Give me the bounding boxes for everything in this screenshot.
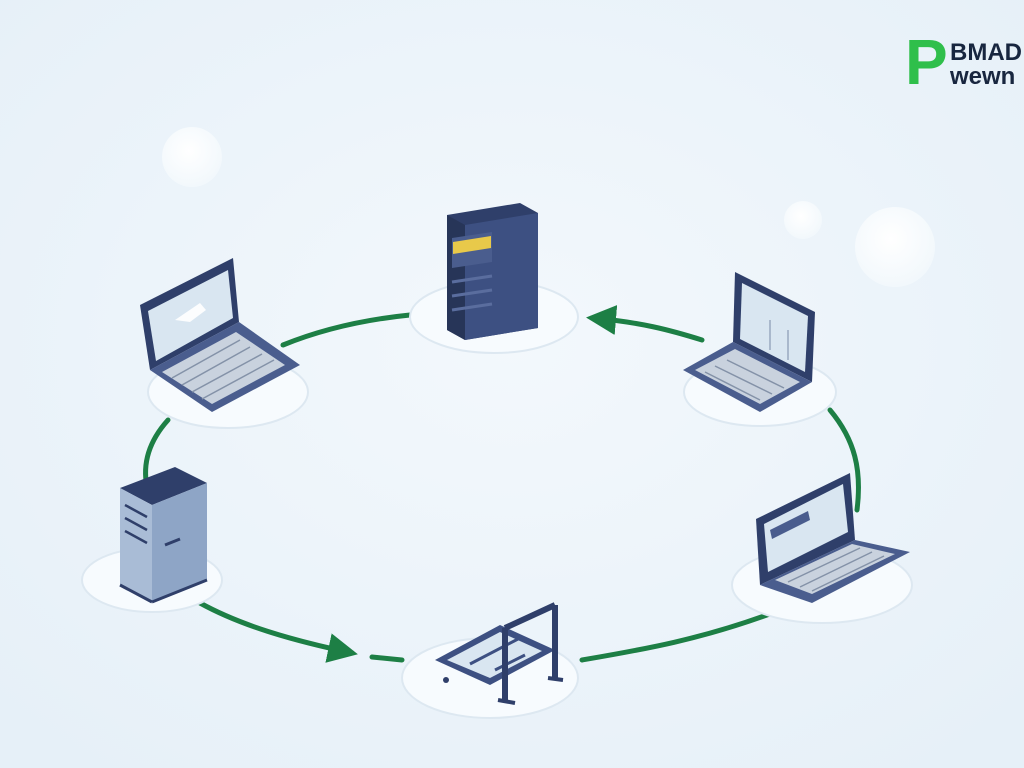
link-bottom-dash	[369, 654, 405, 663]
bubble-left	[162, 127, 222, 187]
decorative-bubbles	[162, 127, 935, 287]
link-bottomright-bottom	[579, 609, 778, 663]
brand-logo: P BMAD wewn	[905, 26, 1022, 98]
link-left-bottom	[197, 600, 358, 663]
logo-letter: P	[905, 26, 948, 98]
tablet-stand-icon	[435, 602, 564, 705]
laptop-icon	[756, 473, 910, 603]
node-laptop-top-left	[140, 258, 309, 429]
laptop-icon	[140, 258, 300, 412]
logo-line-2: wewn	[949, 63, 1015, 90]
ring-links	[143, 305, 862, 663]
node-server-top	[409, 203, 579, 354]
logo-line-1: BMAD	[950, 39, 1022, 66]
server-cabinet-icon	[119, 467, 208, 604]
laptop-icon	[683, 272, 815, 412]
node-server-left	[81, 467, 223, 613]
node-device-bottom	[401, 602, 579, 719]
bubble-large-right	[855, 207, 935, 287]
link-topleft-server	[280, 312, 413, 348]
link-topright-bottomright	[827, 407, 862, 513]
bubble-small-right	[784, 201, 822, 239]
node-laptop-top-right	[683, 272, 837, 427]
server-tower-icon	[447, 203, 538, 340]
link-topright-server	[586, 305, 705, 343]
node-laptop-bottom-right	[731, 473, 913, 624]
